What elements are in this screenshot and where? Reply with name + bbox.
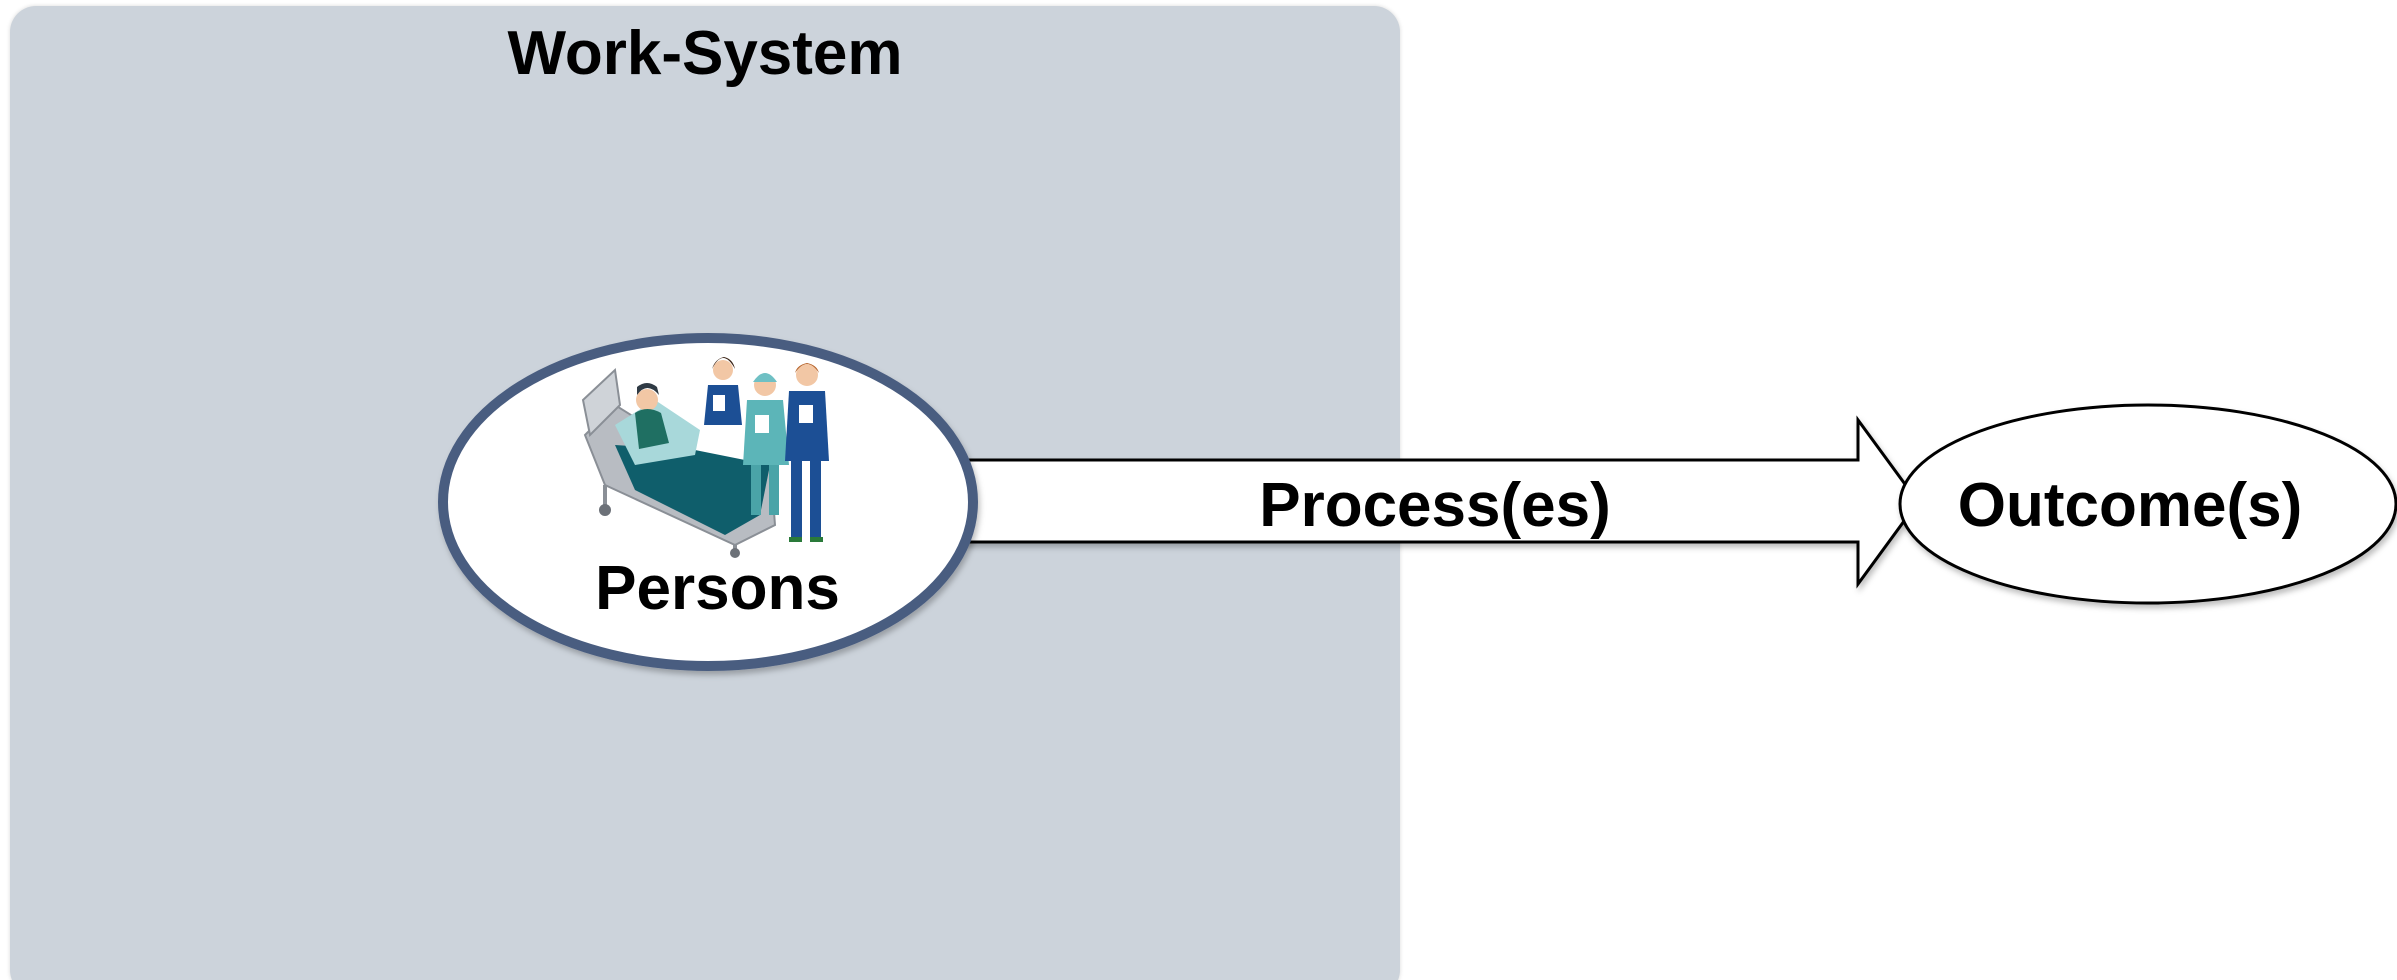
process-label: Process(es) [1259,471,1611,540]
outcome-ellipse [1898,403,2397,605]
process-arrow [958,415,1920,589]
persons-label: Persons [595,554,840,623]
hospital-staff-icon [581,357,829,558]
work-system-title: Work-System [507,19,903,88]
outcome-label: Outcome(s) [1957,471,2303,540]
